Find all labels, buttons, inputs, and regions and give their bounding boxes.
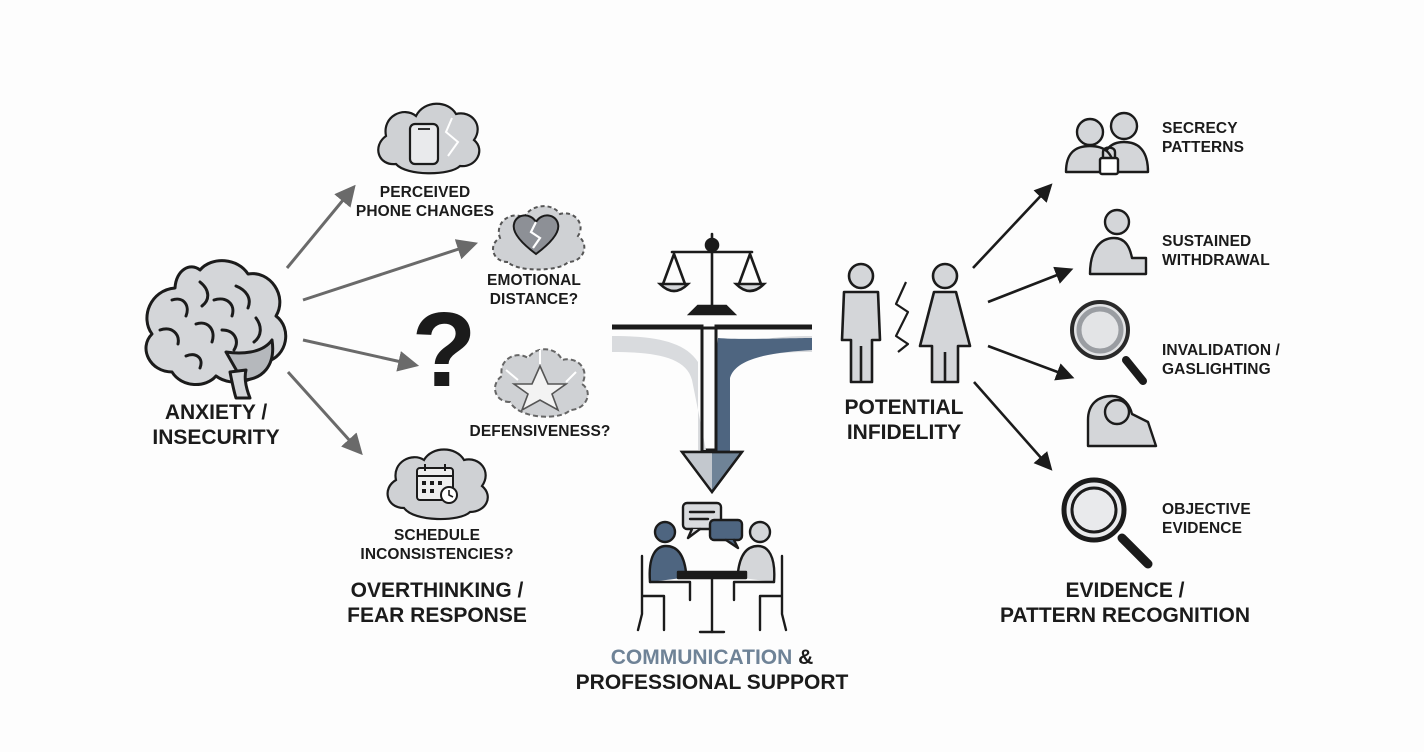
potential-infidelity-label: POTENTIAL INFIDELITY: [844, 396, 964, 444]
magnifier-icon: [1070, 300, 1147, 385]
defensiveness-label: DEFENSIVENESS?: [469, 423, 611, 440]
meeting-table-icon: [636, 501, 788, 634]
withdrawn-person-icon: [1088, 208, 1148, 276]
phone-changes-label: PERCEIVED PHONE CHANGES: [355, 184, 495, 220]
pattern-recognition-label: EVIDENCE / PATTERN RECOGNITION: [999, 579, 1251, 627]
secrecy-label: SECRECY PATTERNS: [1162, 120, 1245, 156]
communication-label: COMMUNICATION & PROFESSIONAL SUPPORT: [575, 646, 849, 694]
emotional-distance-label: EMOTIONAL DISTANCE?: [487, 272, 581, 308]
schedule-label: SCHEDULE INCONSISTENCIES?: [360, 527, 514, 563]
objective-evidence-label: OBJECTIVE EVIDENCE: [1162, 501, 1251, 537]
broken-heart-icon: [492, 205, 586, 271]
left-arrows: [285, 184, 478, 456]
brain-icon: [144, 259, 288, 400]
sad-person-icon: [1086, 394, 1158, 448]
right-arrows: [972, 183, 1075, 471]
fork-arrow-icon: [612, 324, 812, 494]
calendar-clock-icon: [386, 448, 489, 521]
question-mark: ?: [412, 291, 477, 409]
gaslighting-label: INVALIDATION / GASLIGHTING: [1162, 342, 1280, 378]
balance-scale-icon: [656, 232, 768, 316]
magnifier-dark-icon: [1061, 477, 1153, 569]
overthinking-label: OVERTHINKING / FEAR RESPONSE: [347, 579, 527, 627]
couple-lightning-icon: [840, 262, 972, 384]
people-lock-icon: [1064, 111, 1150, 176]
withdrawal-label: SUSTAINED WITHDRAWAL: [1162, 233, 1270, 269]
anxiety-label: ANXIETY / INSECURITY: [152, 401, 280, 449]
shattered-shield-icon: [494, 348, 589, 418]
phone-cloud-icon: [377, 102, 481, 175]
